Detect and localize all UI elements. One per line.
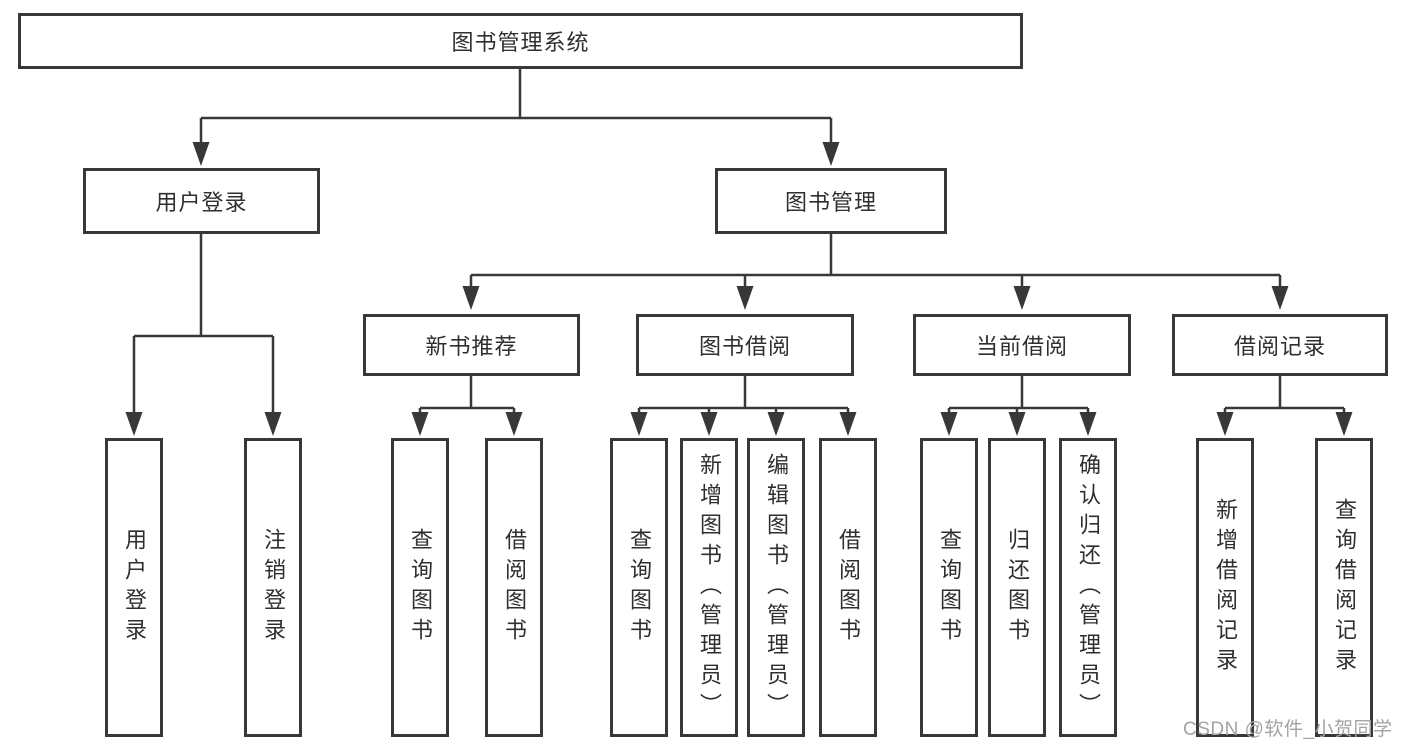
- leaf-logout: 注销登录: [244, 438, 302, 737]
- leaf-borrow-books-label: 借阅图书: [836, 527, 861, 648]
- leaf-query-books-borrowing-label: 查询图书: [627, 527, 652, 648]
- node-root-library-system: 图书管理系统: [18, 13, 1023, 69]
- leaf-add-book-admin-label: 新增图书（管理员）: [697, 452, 722, 723]
- leaf-query-borrow-record-label: 查询借阅记录: [1332, 497, 1357, 678]
- leaf-query-books-recommend: 查询图书: [391, 438, 449, 737]
- leaf-query-books-current-label: 查询图书: [937, 527, 962, 648]
- leaf-query-books-borrowing: 查询图书: [610, 438, 668, 737]
- node-borrowing-records-label: 借阅记录: [1233, 334, 1326, 359]
- node-book-management: 图书管理: [715, 168, 947, 234]
- leaf-return-book: 归还图书: [988, 438, 1046, 737]
- leaf-borrow-books-recommend-label: 借阅图书: [502, 527, 527, 648]
- node-root-label: 图书管理系统: [451, 30, 590, 55]
- node-new-book-recommend-label: 新书推荐: [425, 334, 518, 359]
- leaf-confirm-return-admin-label: 确认归还（管理员）: [1076, 452, 1101, 723]
- node-book-borrowing: 图书借阅: [636, 314, 854, 376]
- node-book-borrowing-label: 图书借阅: [698, 334, 791, 359]
- leaf-query-books-current: 查询图书: [920, 438, 978, 737]
- leaf-add-book-admin: 新增图书（管理员）: [680, 438, 738, 737]
- leaf-add-borrow-record: 新增借阅记录: [1196, 438, 1254, 737]
- node-current-borrowing: 当前借阅: [913, 314, 1131, 376]
- leaf-return-book-label: 归还图书: [1005, 527, 1030, 648]
- leaf-borrow-books: 借阅图书: [819, 438, 877, 737]
- leaf-user-login-label: 用户登录: [122, 527, 147, 648]
- leaf-borrow-books-recommend: 借阅图书: [485, 438, 543, 737]
- leaf-logout-label: 注销登录: [261, 527, 286, 648]
- leaf-query-borrow-record: 查询借阅记录: [1315, 438, 1373, 737]
- node-book-management-label: 图书管理: [784, 190, 877, 215]
- leaf-edit-book-admin-label: 编辑图书（管理员）: [764, 452, 789, 723]
- node-user-login: 用户登录: [83, 168, 320, 234]
- node-new-book-recommend: 新书推荐: [363, 314, 580, 376]
- leaf-confirm-return-admin: 确认归还（管理员）: [1059, 438, 1117, 737]
- node-current-borrowing-label: 当前借阅: [975, 334, 1068, 359]
- leaf-add-borrow-record-label: 新增借阅记录: [1213, 497, 1238, 678]
- csdn-watermark: CSDN @软件_小贺同学: [1183, 719, 1393, 740]
- leaf-user-login: 用户登录: [105, 438, 163, 737]
- leaf-edit-book-admin: 编辑图书（管理员）: [747, 438, 805, 737]
- node-user-login-label: 用户登录: [155, 190, 248, 215]
- leaf-query-books-recommend-label: 查询图书: [408, 527, 433, 648]
- node-borrowing-records: 借阅记录: [1172, 314, 1388, 376]
